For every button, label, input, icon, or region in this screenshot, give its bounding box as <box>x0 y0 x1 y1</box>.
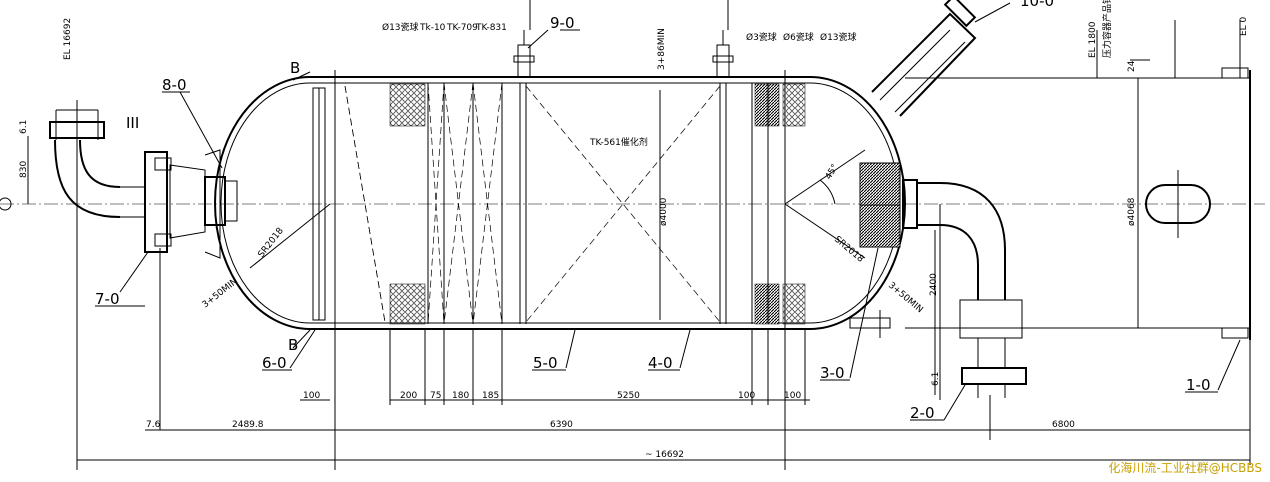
top-manway <box>871 0 1011 117</box>
label-roman-3: III <box>126 114 139 132</box>
tk-709: TK-709 <box>446 23 478 33</box>
ceramic-6: Ø6瓷球 <box>783 31 814 43</box>
dim-185: 185 <box>482 391 499 401</box>
label-9-0: 9-0 <box>550 14 575 32</box>
cone-line-2 <box>784 203 866 259</box>
min-3-86: 3+86MIN <box>657 28 667 70</box>
label-2-0: 2-0 <box>910 404 935 422</box>
top-thermowells <box>513 0 734 78</box>
ceramic-3: Ø3瓷球 <box>746 31 777 43</box>
min-3-50-left: 3+50MIN <box>201 277 240 311</box>
tk-561: TK-561催化剂 <box>589 136 648 148</box>
dim-2489: 2489.8 <box>232 420 264 430</box>
label-b-bottom: B <box>288 336 298 354</box>
label-4-0: 4-0 <box>648 354 673 372</box>
dim-180: 180 <box>452 391 469 401</box>
leader-lines <box>95 29 1241 421</box>
drain-nozzle <box>849 317 891 329</box>
watermark: 化海川流-工业社群@HCBBS <box>1108 461 1262 475</box>
pressure-note: 压力容器产品铭牌 <box>1101 0 1113 58</box>
dim-6-1-bottom: 6.1 <box>931 372 941 386</box>
catalyst-layers <box>344 82 769 325</box>
dim-5250: 5250 <box>617 391 640 401</box>
dim-100-left: 100 <box>303 391 320 401</box>
ceramic-13-left: Ø13瓷球 <box>382 21 419 33</box>
cone-line <box>784 149 866 205</box>
min-3-50-right: 3+50MIN <box>886 281 925 316</box>
label-8-0: 8-0 <box>162 76 187 94</box>
el-0: EL 0 <box>1239 16 1249 36</box>
dim-100-r1: 100 <box>738 391 755 401</box>
label-7-0: 7-0 <box>95 290 120 308</box>
dim-16692: ~ 16692 <box>645 450 684 460</box>
dim-7-6: 7.6 <box>146 420 161 430</box>
angle-45: 45° <box>824 163 841 182</box>
vessel-shell <box>214 70 906 470</box>
ceramic-ball-layers <box>389 83 806 325</box>
sr-leader-left <box>249 203 331 269</box>
ceramic-13-right: Ø13瓷球 <box>820 31 857 43</box>
label-1-0: 1-0 <box>1186 376 1211 394</box>
dim-24: 24 <box>1127 60 1137 72</box>
dim-6390: 6390 <box>550 420 573 430</box>
outlet-nozzle <box>902 179 1027 400</box>
label-10-0: 10-0 <box>1020 0 1054 10</box>
inlet-distributor <box>312 87 326 321</box>
el-left: EL 16692 <box>63 18 73 60</box>
dim-6-1-top: 6.1 <box>19 120 29 134</box>
dim-100-r2: 100 <box>784 391 801 401</box>
dia-4000: ø4000 <box>659 197 669 226</box>
outlet-collector <box>859 162 901 248</box>
dim-75: 75 <box>430 391 441 401</box>
support-skirt <box>905 20 1251 340</box>
angle-arc <box>819 179 836 205</box>
el-1800: EL 1800 <box>1088 21 1098 58</box>
label-3-0: 3-0 <box>820 364 845 382</box>
dim-830: 830 <box>19 161 29 178</box>
tk-10: Tk-10 <box>419 23 446 33</box>
dim-6800: 6800 <box>1052 420 1075 430</box>
dim-200: 200 <box>400 391 417 401</box>
inlet-nozzle <box>27 100 238 470</box>
label-5-0: 5-0 <box>533 354 558 372</box>
dia-4068: ø4068 <box>1127 197 1137 226</box>
label-b-top: B <box>290 59 300 77</box>
label-6-0: 6-0 <box>262 354 287 372</box>
centre-mark <box>0 197 12 211</box>
dimension-lines <box>77 78 1251 465</box>
tk-831: TK-831 <box>475 23 507 33</box>
dim-2400: 2400 <box>929 273 939 296</box>
